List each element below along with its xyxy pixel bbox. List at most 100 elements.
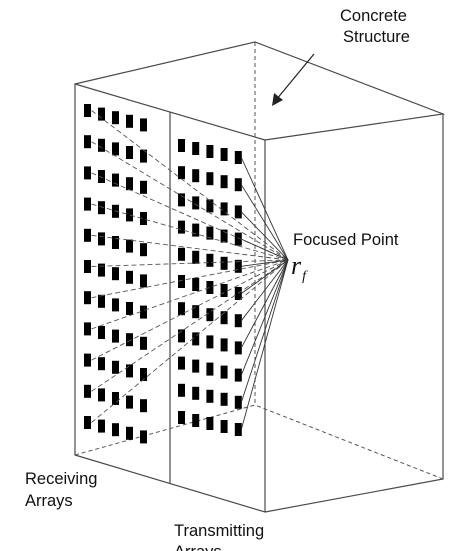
transmitting-element <box>206 362 214 376</box>
transmitting-element <box>220 175 228 189</box>
transmitting-element <box>234 178 242 192</box>
receiving-element <box>84 135 91 149</box>
transmitting-element <box>234 395 242 409</box>
receiving-element <box>126 208 133 222</box>
receiving-element <box>98 326 105 339</box>
receiving-array <box>84 104 147 444</box>
transmitting-element <box>234 259 242 273</box>
receiving-row <box>84 228 147 257</box>
transmitting-element <box>192 250 200 264</box>
transmitting-element <box>192 359 200 373</box>
transmitting-element <box>178 275 185 288</box>
transmitting-row <box>178 302 242 328</box>
transmitting-row <box>178 247 242 273</box>
receiving-ray <box>91 110 289 261</box>
transmitting-element <box>192 278 200 291</box>
receiving-element <box>84 322 91 336</box>
transmitting-element <box>178 193 185 207</box>
transmitting-element <box>220 256 228 270</box>
rf-symbol: rf <box>291 251 308 284</box>
transmitting-row <box>178 220 242 246</box>
transmitting-ray <box>241 238 289 261</box>
receiving-ray <box>91 259 289 299</box>
receiving-element <box>98 170 105 183</box>
receiving-element <box>140 274 147 288</box>
receiving-element <box>126 333 133 347</box>
receiving-row <box>84 104 147 132</box>
transmitting-element <box>178 383 185 397</box>
receiving-row <box>84 384 147 413</box>
receiving-element <box>112 111 119 125</box>
receiving-row <box>84 135 147 163</box>
transmitting-element <box>206 417 214 430</box>
transmitting-element <box>206 145 214 158</box>
transmitting-label-line2: Arrays <box>174 543 222 551</box>
transmitting-row <box>178 139 242 164</box>
transmitting-element <box>192 305 200 319</box>
receiving-row <box>84 166 147 194</box>
receiving-row <box>84 260 147 288</box>
receiving-ray <box>91 259 289 330</box>
receiving-element <box>84 353 91 367</box>
transmitting-element <box>220 338 228 352</box>
transmitting-element <box>234 205 242 219</box>
receiving-element <box>140 368 147 381</box>
concrete-label-line2: Structure <box>343 28 410 46</box>
transmitting-element <box>206 253 214 267</box>
transmitting-element <box>234 314 242 328</box>
receiving-element <box>84 384 91 398</box>
transmitting-element <box>178 329 185 343</box>
transmitting-element <box>178 356 185 370</box>
receiving-element <box>140 180 147 194</box>
receiving-element <box>126 426 133 440</box>
transmitting-element <box>178 411 185 424</box>
receiving-element <box>126 146 133 159</box>
transmitting-ray <box>240 259 289 403</box>
receiving-element <box>84 104 91 117</box>
rf-symbol-subscript: f <box>302 269 308 284</box>
transmitting-element <box>220 284 228 297</box>
transmitting-element <box>220 420 228 433</box>
receiving-element <box>84 291 91 305</box>
receiving-element <box>126 302 133 315</box>
box-top-edges <box>74 41 446 141</box>
transmitting-ray <box>240 184 289 261</box>
receiving-element <box>140 430 147 444</box>
transmitting-element <box>178 302 185 316</box>
transmitting-element <box>178 166 185 180</box>
receiving-element <box>126 239 133 253</box>
receiving-element <box>140 399 147 413</box>
transmitting-element <box>220 311 228 325</box>
receiving-row <box>84 416 147 444</box>
transmitting-element <box>234 341 242 355</box>
concrete-label-line1: Concrete <box>340 7 407 25</box>
receiving-element <box>112 173 119 187</box>
receiving-ray <box>91 203 289 261</box>
transmitting-element <box>206 335 214 349</box>
transmitting-ray <box>241 259 289 294</box>
transmitting-ray <box>240 259 289 430</box>
structure-arrow <box>272 53 315 106</box>
transmitting-row <box>178 193 242 219</box>
receiving-ray <box>91 259 289 423</box>
transmitting-row <box>178 356 242 382</box>
receiving-element <box>112 360 119 374</box>
transmitting-element <box>206 281 214 294</box>
receiving-element <box>98 294 105 308</box>
transmitting-row <box>178 411 242 436</box>
receiving-ray <box>91 259 289 361</box>
transmitting-element <box>192 169 200 183</box>
receiving-element <box>84 260 91 273</box>
transmitting-row <box>178 329 242 355</box>
transmitting-ray <box>241 259 289 267</box>
receiving-element <box>98 357 105 371</box>
receiving-element <box>140 336 147 350</box>
transmitting-row <box>178 275 242 300</box>
receiving-element <box>126 177 133 191</box>
receiving-row <box>84 291 147 319</box>
receiving-element <box>112 423 119 437</box>
receiving-element <box>112 392 119 405</box>
receiving-row <box>84 353 147 381</box>
transmitting-element <box>178 247 185 261</box>
